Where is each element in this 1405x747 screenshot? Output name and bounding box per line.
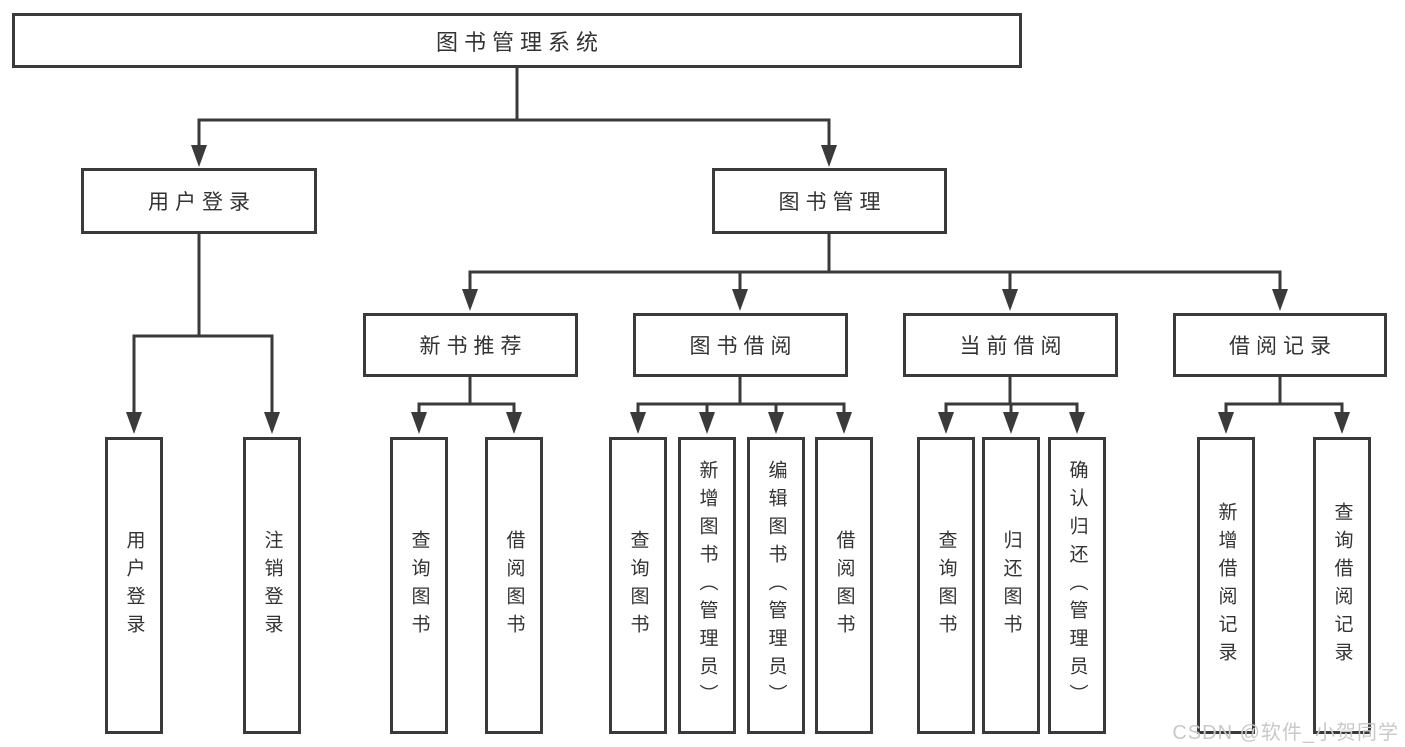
connector-current-borrow [944, 375, 1079, 416]
leaf-cur-confirm-return-admin: 确认归还（管理员） [1048, 437, 1106, 734]
connector-new-book-rec [417, 375, 516, 416]
leaf-borrow-add-book-admin: 新增图书（管理员） [678, 437, 736, 734]
leaf-borrow-query-book: 查询图书 [609, 437, 667, 734]
connector-user-login [132, 232, 274, 416]
leaf-rec-query-book-label: 查询图书 [408, 529, 430, 642]
leaf-rec-borrow-book: 借阅图书 [485, 437, 543, 734]
leaf-borrow-query-book-label: 查询图书 [627, 529, 649, 642]
node-new-book-rec: 新书推荐 [363, 313, 578, 377]
node-user-login-label: 用户登录 [148, 191, 256, 214]
leaf-rec-borrow-book-label: 借阅图书 [503, 529, 525, 642]
leaf-borrow-borrow-book-label: 借阅图书 [833, 529, 855, 642]
leaf-record-query-record-label: 查询借阅记录 [1331, 501, 1353, 670]
leaf-borrow-edit-book-admin-label: 编辑图书（管理员） [765, 459, 787, 712]
node-current-borrow-label: 当前借阅 [959, 335, 1068, 358]
leaf-cur-query-book: 查询图书 [917, 437, 975, 734]
node-current-borrow: 当前借阅 [903, 313, 1118, 377]
connector-book-borrow [636, 375, 846, 416]
connector-book-mgmt [468, 232, 1282, 293]
node-borrow-record: 借阅记录 [1173, 313, 1387, 377]
leaf-cur-query-book-label: 查询图书 [935, 529, 957, 642]
connector-root [197, 67, 831, 150]
leaf-user-login-label: 用户登录 [123, 529, 145, 642]
node-borrow-record-label: 借阅记录 [1229, 335, 1337, 358]
csdn-watermark: CSDN @软件_小贺同学 [1172, 722, 1399, 744]
leaf-record-add-record-label: 新增借阅记录 [1215, 501, 1237, 670]
leaf-record-add-record: 新增借阅记录 [1197, 437, 1255, 734]
node-user-login: 用户登录 [81, 168, 317, 234]
leaf-record-query-record: 查询借阅记录 [1313, 437, 1371, 734]
node-new-book-rec-label: 新书推荐 [419, 335, 528, 358]
leaf-cur-return-book: 归还图书 [982, 437, 1040, 734]
node-root-label: 图书管理系统 [435, 29, 604, 55]
node-book-mgmt-label: 图书管理 [778, 191, 887, 214]
node-book-mgmt: 图书管理 [712, 168, 947, 234]
leaf-borrow-borrow-book: 借阅图书 [815, 437, 873, 734]
leaf-logout: 注销登录 [243, 437, 301, 734]
leaf-cur-return-book-label: 归还图书 [1000, 529, 1022, 642]
node-book-borrow: 图书借阅 [633, 313, 848, 377]
leaf-borrow-add-book-admin-label: 新增图书（管理员） [696, 459, 718, 712]
node-book-borrow-label: 图书借阅 [689, 335, 798, 358]
leaf-logout-label: 注销登录 [261, 529, 283, 642]
leaf-cur-confirm-return-admin-label: 确认归还（管理员） [1066, 459, 1088, 712]
connector-borrow-record [1224, 375, 1344, 416]
leaf-user-login: 用户登录 [105, 437, 163, 734]
leaf-rec-query-book: 查询图书 [390, 437, 448, 734]
leaf-borrow-edit-book-admin: 编辑图书（管理员） [747, 437, 805, 734]
node-root: 图书管理系统 [12, 13, 1022, 68]
